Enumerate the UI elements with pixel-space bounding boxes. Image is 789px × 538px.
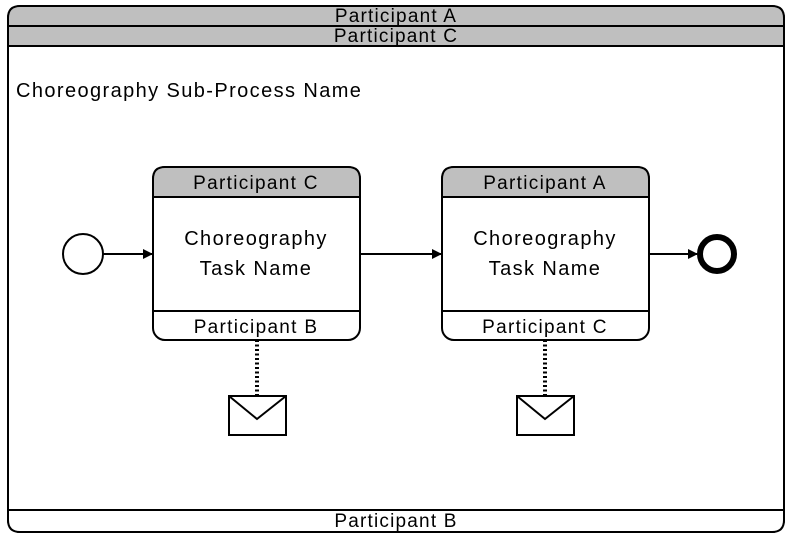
subprocess-container: Participant A Participant C Participant … <box>7 5 785 533</box>
task-2-top-band <box>441 166 650 198</box>
subprocess-top-participant-1: Participant A <box>335 6 457 27</box>
subprocess-title: Choreography Sub-Process Name <box>16 80 362 102</box>
task-1-top-participant: Participant C <box>193 173 319 194</box>
choreography-task-1: Participant C Choreography Task Name Par… <box>152 166 361 341</box>
task-2-top-participant: Participant A <box>483 173 607 194</box>
task-1-name-line2: Task Name <box>200 258 313 280</box>
subprocess-top-participant-2: Participant C <box>334 26 458 47</box>
choreography-task-2: Participant A Choreography Task Name Par… <box>441 166 650 341</box>
message-envelope-icon-1 <box>228 395 287 436</box>
task-1-name-line1: Choreography <box>184 228 328 250</box>
subprocess-bottom-band <box>7 509 785 533</box>
task-1-top-band <box>152 166 361 198</box>
message-envelope-icon-2 <box>516 395 575 436</box>
end-event <box>697 234 737 274</box>
start-event <box>62 233 104 275</box>
subprocess-top-band-2 <box>7 25 785 47</box>
subprocess-top-band-1 <box>7 5 785 27</box>
task-1-bottom-participant: Participant B <box>194 317 319 338</box>
task-2-bottom-participant: Participant C <box>482 317 608 338</box>
task-2-name-line1: Choreography <box>473 228 617 250</box>
subprocess-bottom-participant: Participant B <box>334 511 457 532</box>
task-2-name-line2: Task Name <box>489 258 602 280</box>
